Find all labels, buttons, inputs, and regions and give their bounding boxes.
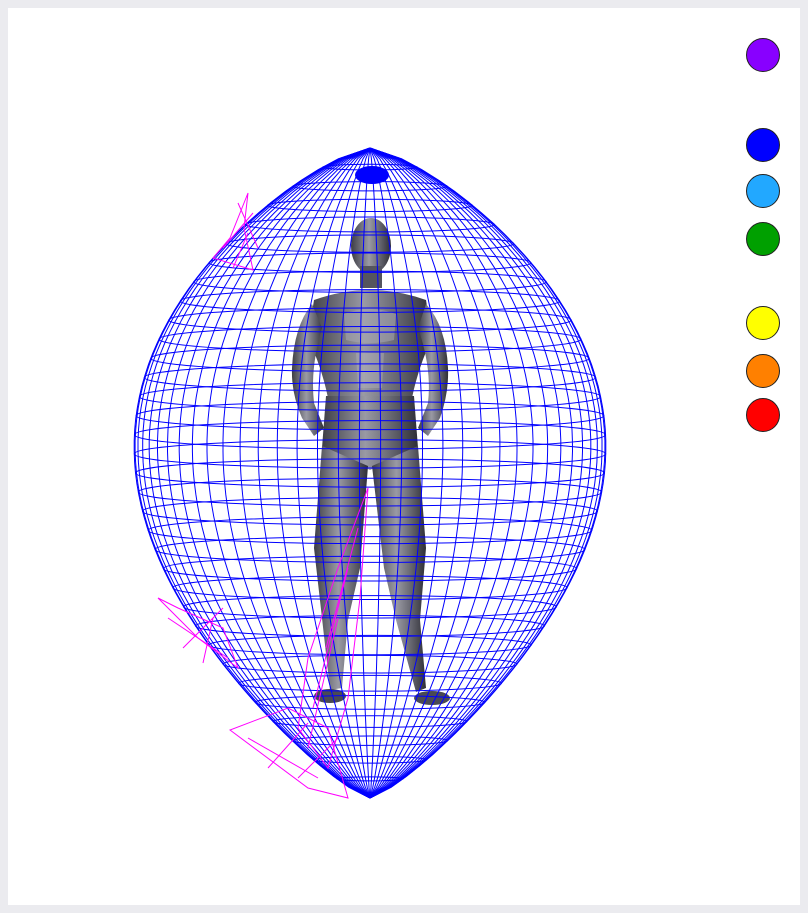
mesh-meridian (369, 147, 534, 799)
deformation-streak (167, 607, 229, 664)
mesh-ring (222, 654, 518, 674)
mesh-meridian (166, 147, 371, 799)
mesh-meridian (369, 147, 518, 799)
deformation-streak (228, 707, 349, 799)
mesh-ring (162, 555, 578, 582)
mesh-meridian (239, 147, 371, 799)
mesh-ring (272, 715, 468, 728)
mesh-meridian (369, 147, 603, 799)
mesh-meridian (222, 147, 371, 799)
crown-marker (355, 166, 389, 184)
mesh-meridian (178, 147, 371, 799)
mesh-meridian (148, 147, 371, 799)
color-dot-blue[interactable] (746, 128, 780, 162)
mesh-meridian (317, 147, 371, 799)
mesh-meridian (337, 147, 371, 799)
mesh-meridian (369, 147, 423, 799)
mesh-meridian (369, 147, 562, 799)
3d-viewport[interactable] (8, 8, 800, 905)
mesh-meridian (257, 147, 371, 799)
deformation-streak (307, 527, 359, 749)
mesh-meridian (369, 147, 501, 799)
mesh-meridian (369, 147, 598, 799)
deformation-mesh (157, 192, 369, 799)
mesh-meridian (369, 147, 483, 799)
mesh-meridian (369, 147, 583, 799)
color-dot-violet[interactable] (746, 38, 780, 72)
mesh-ring (195, 614, 545, 637)
deformation-streak (297, 487, 369, 770)
mesh-meridian (369, 147, 549, 799)
deformation-streak (157, 597, 240, 670)
color-palette (746, 38, 782, 438)
mesh-meridian (296, 147, 371, 799)
aura-wireframe-scene[interactable] (8, 8, 800, 905)
mesh-meridian (276, 147, 371, 799)
mesh-meridian (157, 147, 371, 799)
mesh-meridian (369, 147, 607, 799)
mesh-meridian (369, 147, 464, 799)
mesh-meridian (206, 147, 371, 799)
mesh-ring (183, 595, 557, 619)
mesh-meridian (142, 147, 371, 799)
color-dot-yellow[interactable] (746, 306, 780, 340)
mesh-meridian (191, 147, 371, 799)
mesh-meridian (358, 147, 371, 799)
mesh-ring (237, 674, 503, 692)
mesh-meridian (137, 147, 371, 799)
color-dot-orange[interactable] (746, 354, 780, 388)
mesh-ring (291, 735, 449, 746)
mesh-meridian (369, 147, 574, 799)
color-dot-red[interactable] (746, 398, 780, 432)
aura-wireframe-mesh (133, 147, 607, 799)
deformation-streak (222, 202, 259, 269)
mesh-meridian (369, 147, 444, 799)
mesh-ring (254, 695, 486, 710)
mesh-meridian (369, 147, 592, 799)
color-dot-green[interactable] (746, 222, 780, 256)
viewer-panel (8, 8, 800, 905)
deformation-streak (247, 722, 339, 779)
mesh-ring (266, 198, 474, 213)
mesh-meridian (369, 147, 403, 799)
mesh-meridian (369, 147, 382, 799)
color-dot-light-blue[interactable] (746, 174, 780, 208)
mesh-ring (208, 634, 532, 656)
